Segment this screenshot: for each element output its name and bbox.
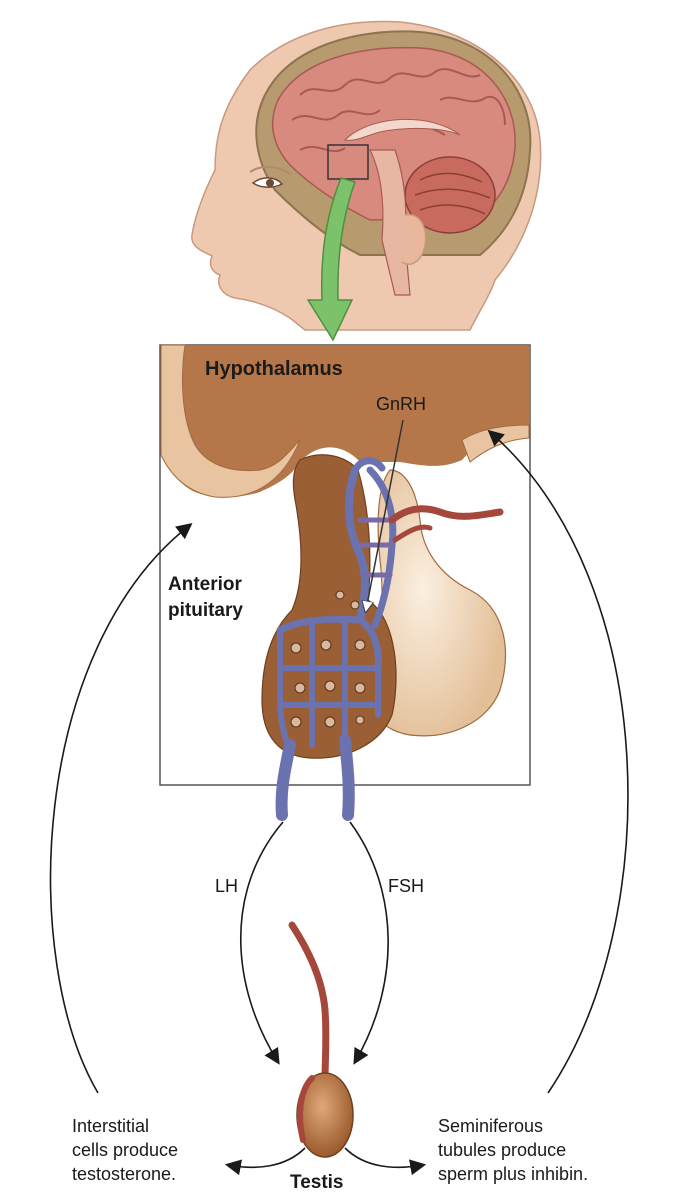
secretory-cells <box>290 590 366 728</box>
portal-vessels <box>275 457 504 821</box>
labels: Hypothalamus GnRH Anterior pituitary LH … <box>72 358 588 1193</box>
seminiferous-label-line3: sperm plus inhibin. <box>438 1164 588 1184</box>
epididymis <box>297 1075 315 1143</box>
left-fold <box>160 344 301 498</box>
zoom-pointer-arrow <box>306 177 356 342</box>
lh-label: LH <box>215 876 238 896</box>
testis-illustration <box>288 921 354 1158</box>
fsh-arrow <box>349 821 389 1065</box>
lh-arrow <box>240 821 284 1065</box>
head-illustration <box>191 20 542 331</box>
hypothalamus-label: Hypothalamus <box>205 358 343 380</box>
inhibin-feedback-arrow <box>487 429 629 1094</box>
testis-right-outflow-arrow <box>344 1147 427 1176</box>
brainstem <box>369 149 411 296</box>
gnrh-label: GnRH <box>376 394 426 414</box>
testis-label: Testis <box>290 1172 344 1193</box>
fsh-label: FSH <box>388 876 424 896</box>
anterior-pituitary-label-line1: Anterior <box>168 574 243 595</box>
seminiferous-label-line2: tubules produce <box>438 1140 566 1160</box>
interstitial-label-line2: cells produce <box>72 1140 178 1160</box>
testis-left-outflow-arrow <box>224 1147 306 1176</box>
hypothalamus-tissue <box>161 346 529 498</box>
spermatic-cord <box>288 921 330 1084</box>
seminiferous-label-line1: Seminiferous <box>438 1116 543 1136</box>
pituitary-focus-box <box>327 144 369 180</box>
gnrh-pointer <box>366 419 404 610</box>
testosterone-feedback-arrow <box>49 523 193 1094</box>
interstitial-label-line1: Interstitial <box>72 1116 149 1136</box>
interstitial-label-line3: testosterone. <box>72 1164 176 1184</box>
ear <box>401 213 427 266</box>
arrows <box>49 429 629 1176</box>
zoom-panel <box>159 344 531 821</box>
anterior-pituitary-label-line2: pituitary <box>168 600 243 621</box>
corpus-callosum <box>343 119 461 141</box>
